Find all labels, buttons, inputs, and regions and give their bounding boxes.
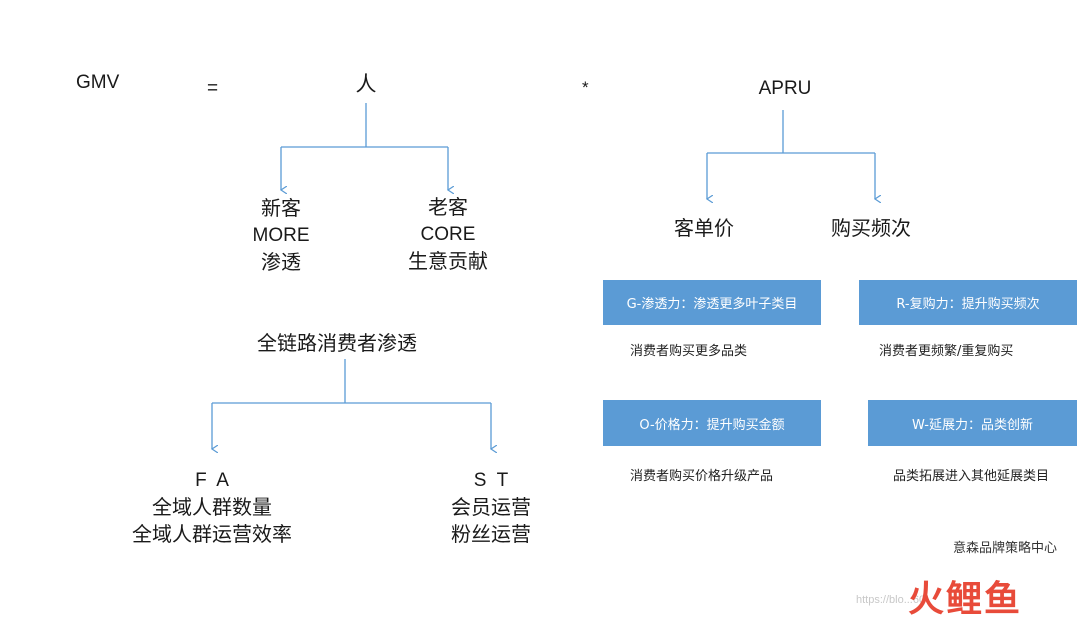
watermark-logo-text: 火鲤鱼 [908,579,1023,620]
equals-sign: = [207,78,219,99]
extension-box: W-延展力：品类创新 [868,400,1077,446]
penetration-box: G-渗透力：渗透更多叶子类目 [603,280,821,325]
repurchase-note: 消费者更频繁/重复购买 [879,344,1014,359]
channel-title: 全链路消费者渗透 [257,331,417,355]
new-customer-code: MORE [252,225,310,246]
fa-code: F A [195,470,229,491]
new-customer-desc: 渗透 [261,250,301,274]
gmv-label: GMV [76,72,120,93]
price-note: 消费者购买价格升级产品 [630,469,774,484]
new-customer-group: 新客 MORE 渗透 [253,195,310,276]
old-customer-code: CORE [420,224,476,245]
old-customer-desc: 生意贡献 [408,249,488,273]
old-customer-group: 老客 CORE 生意贡献 [408,194,488,275]
extension-note: 品类拓展进入其他延展类目 [893,469,1050,484]
frequency-label: 购买频次 [831,216,911,240]
new-customer-label: 新客 [261,196,301,220]
people-label: 人 [355,72,377,96]
fa-line-1: 全域人群数量 [152,495,272,519]
old-customer-label: 老客 [428,195,468,219]
arpu-label: APRU [758,78,812,99]
footer-credit: 意森品牌策略中心 [953,541,1058,556]
st-line-1: 会员运营 [451,495,531,519]
price-box: O-价格力：提升购买金额 [603,400,821,446]
st-group: S T 会员运营 粉丝运营 [451,467,531,548]
times-sign: * [582,78,589,97]
st-line-2: 粉丝运营 [451,522,531,546]
unit-price-label: 客单价 [674,216,734,240]
penetration-note: 消费者购买更多品类 [630,344,748,359]
repurchase-box: R-复购力：提升购买频次 [859,280,1077,325]
fa-line-2: 全域人群运营效率 [132,522,292,546]
watermark-url: https://blo...60 [856,594,926,606]
fa-group: F A 全域人群数量 全域人群运营效率 [132,467,292,548]
watermark-logo: 火鲤鱼 [908,570,1022,622]
st-code: S T [473,470,509,491]
